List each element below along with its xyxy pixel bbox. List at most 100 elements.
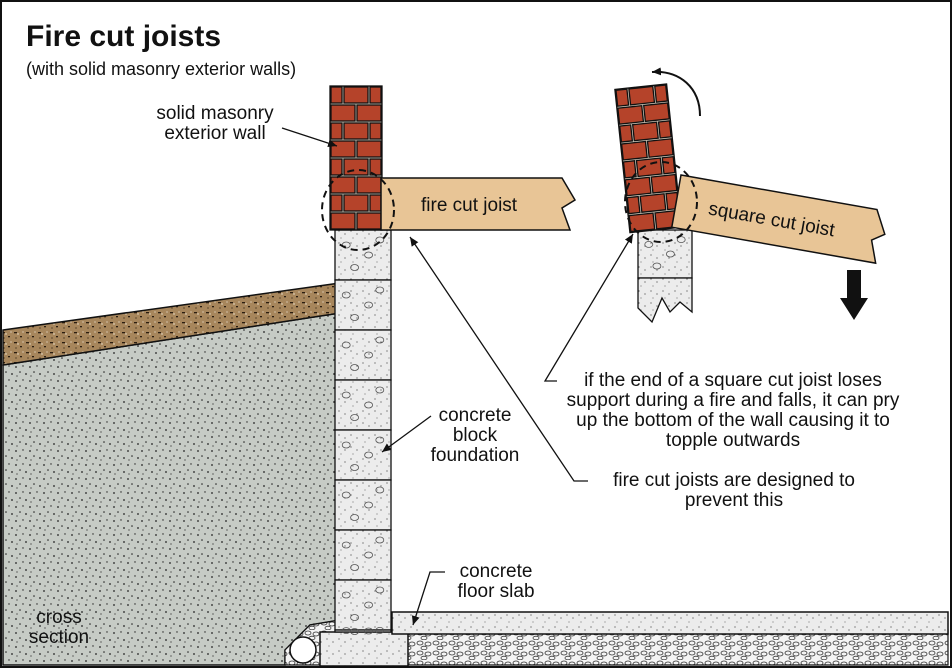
brick [624,176,652,197]
brick [628,85,656,106]
brick [650,173,678,194]
concrete-aggregate [341,541,351,549]
leader-masonry-wall [281,127,338,148]
brick [343,194,369,212]
footing [319,631,409,667]
concrete-aggregate [364,551,374,559]
concrete-aggregate [350,264,360,271]
concrete-aggregate [666,250,675,258]
concrete-aggregate [375,586,385,594]
brick [622,160,637,179]
concrete-block-detail [637,229,693,324]
concrete-aggregate [364,251,374,259]
brick [639,193,667,213]
brick [330,104,356,122]
brick [330,122,343,140]
concrete-block [334,479,392,531]
brick [356,140,382,158]
concrete-aggregate [652,262,662,270]
concrete-block [334,629,392,633]
brick [619,124,634,143]
concrete-aggregate [364,601,374,609]
floor-slab [391,611,949,635]
concrete-aggregate [341,491,351,499]
brick [343,86,369,104]
leader-square-cut-note [543,233,634,382]
brick [631,121,659,142]
brick [635,157,663,178]
brick [661,155,676,175]
concrete-aggregate [364,351,374,359]
concrete-aggregate [375,436,385,444]
concrete-aggregate [350,514,360,521]
concrete-aggregate [341,441,351,449]
concrete-aggregate [364,501,374,509]
concrete-aggregate [350,314,360,321]
brick [369,194,382,212]
concrete-aggregate [644,240,654,248]
brick [626,195,641,215]
brick [654,84,669,103]
concrete-aggregate [364,451,374,459]
brick [330,140,356,158]
concrete-block [334,329,392,381]
label-cross-section: cross section [28,607,90,648]
note-square-cut: if the end of a square cut joist loses s… [566,370,900,451]
brick [620,140,648,161]
leader-foundation [381,415,432,453]
broken-concrete-block [637,277,693,324]
concrete-aggregate [350,364,360,371]
concrete-aggregate [350,414,360,421]
brick [343,158,369,176]
label-floor-slab: concrete floor slab [457,561,535,602]
concrete-aggregate [375,536,385,544]
down-arrow-icon [840,270,868,320]
brick [356,104,382,122]
brick [356,212,382,230]
concrete-aggregate [350,464,360,471]
brick [343,122,369,140]
page-title: Fire cut joists [26,20,222,53]
fire-cut-joist-label: fire cut joist [421,195,518,216]
concrete-aggregate [375,286,385,294]
brick [657,120,672,139]
brick [369,122,382,140]
note-fire-cut: fire cut joists are designed to prevent … [613,470,855,511]
fire-cut-joist [380,177,577,231]
concrete-aggregate [375,386,385,394]
brick [646,138,674,158]
concrete-aggregate [364,401,374,409]
concrete-block [334,429,392,481]
brick [628,212,656,233]
toppling-masonry-wall [614,83,683,234]
drain-pipe [289,636,317,664]
brick [369,86,382,104]
label-foundation: concrete block foundation [430,405,520,466]
concrete-aggregate [375,336,385,344]
brick [330,194,343,212]
leader-fire-cut-note [409,236,588,482]
brick [330,176,356,194]
concrete-block [334,579,392,631]
concrete-block-foundation [334,229,392,635]
concrete-aggregate [341,627,351,634]
solid-masonry-wall [329,85,383,231]
brick [330,212,356,230]
brick [330,158,343,176]
brick [356,176,382,194]
concrete-aggregate [341,341,351,349]
concrete-block [334,529,392,581]
concrete-aggregate [350,628,360,635]
concrete-aggregate [364,301,374,309]
concrete-aggregate [364,627,374,635]
concrete-block [334,279,392,331]
brick [642,102,670,123]
leader-floor-slab [411,571,445,626]
concrete-aggregate [676,236,686,244]
brick [330,86,343,104]
concrete-aggregate [341,591,351,599]
concrete-aggregate [350,564,360,571]
page-subtitle: (with solid masonry exterior walls) [26,59,297,79]
